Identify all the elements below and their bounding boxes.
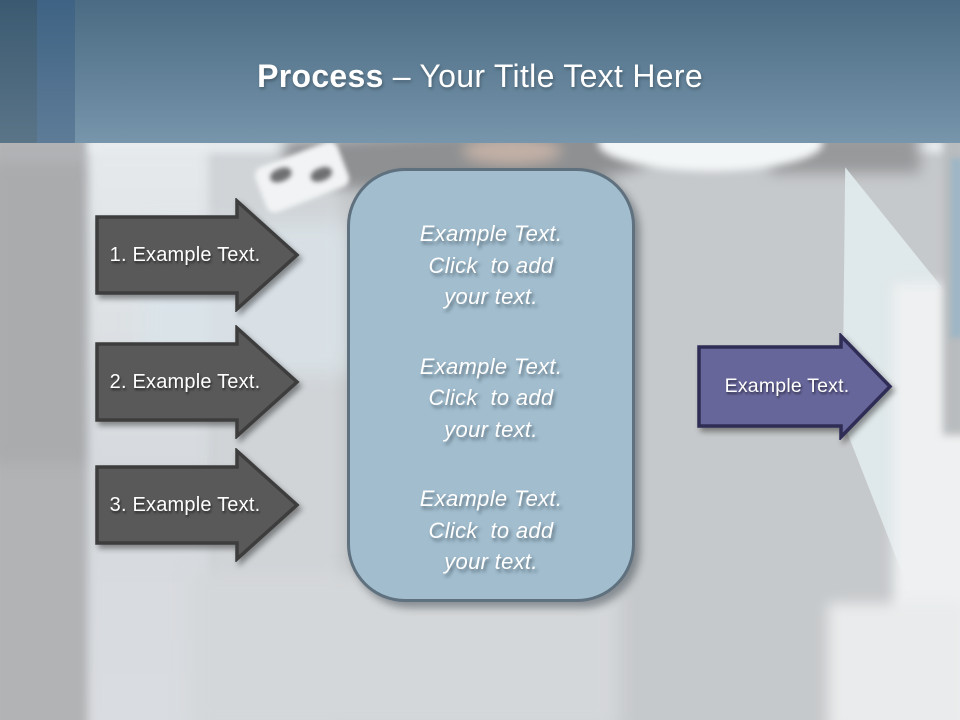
panel-line: Example Text. [419, 486, 563, 511]
result-arrow-label: Example Text. [724, 375, 850, 397]
panel-paragraph-1: Example Text. Click to add your text. [420, 218, 563, 313]
right-arrow-shape [697, 333, 893, 440]
slide-title: Process– Your Title Text Here [0, 0, 960, 143]
panel-line: your text. [444, 416, 538, 442]
panel-line: your text. [444, 549, 538, 574]
photo-white-shirt-lower [828, 603, 960, 720]
panel-line: Click to add [428, 385, 554, 410]
panel-line: Example Text. [419, 221, 563, 246]
accent-stripe-dark [0, 0, 37, 143]
title-bar: Process– Your Title Text Here [0, 0, 960, 143]
calculator-button [308, 164, 334, 185]
calculator-button [268, 164, 294, 185]
step-label-2: 2. Example Text. [109, 370, 261, 393]
process-step-arrow-2[interactable]: 2. Example Text. [95, 325, 300, 439]
step-label-3: 3. Example Text. [109, 493, 261, 516]
panel-line: Click to add [428, 517, 554, 543]
title-rest: – Your Title Text Here [392, 57, 703, 94]
panel-paragraph-3: Example Text. Click to add your text. [420, 483, 563, 578]
process-step-arrow-1[interactable]: 1. Example Text. [95, 198, 300, 312]
panel-line: Click to add [428, 252, 554, 278]
right-arrow-shape [95, 198, 300, 312]
panel-line: your text. [444, 284, 538, 309]
panel-paragraph-2: Example Text. Click to add your text. [420, 351, 563, 446]
process-step-arrow-3[interactable]: 3. Example Text. [95, 448, 300, 562]
step-label-1: 1. Example Text. [109, 243, 261, 266]
right-arrow-shape [95, 325, 300, 439]
accent-stripe-light [37, 0, 75, 143]
photo-wall-shadow [0, 163, 92, 463]
panel-line: Example Text. [419, 353, 563, 379]
title-emphasis: Process [257, 57, 384, 94]
center-text-panel[interactable]: Example Text. Click to add your text. Ex… [347, 168, 635, 602]
right-arrow-shape [95, 448, 300, 562]
photo-right-accent [951, 158, 960, 338]
photo-hand [462, 143, 562, 165]
result-arrow[interactable]: Example Text. [697, 333, 893, 440]
